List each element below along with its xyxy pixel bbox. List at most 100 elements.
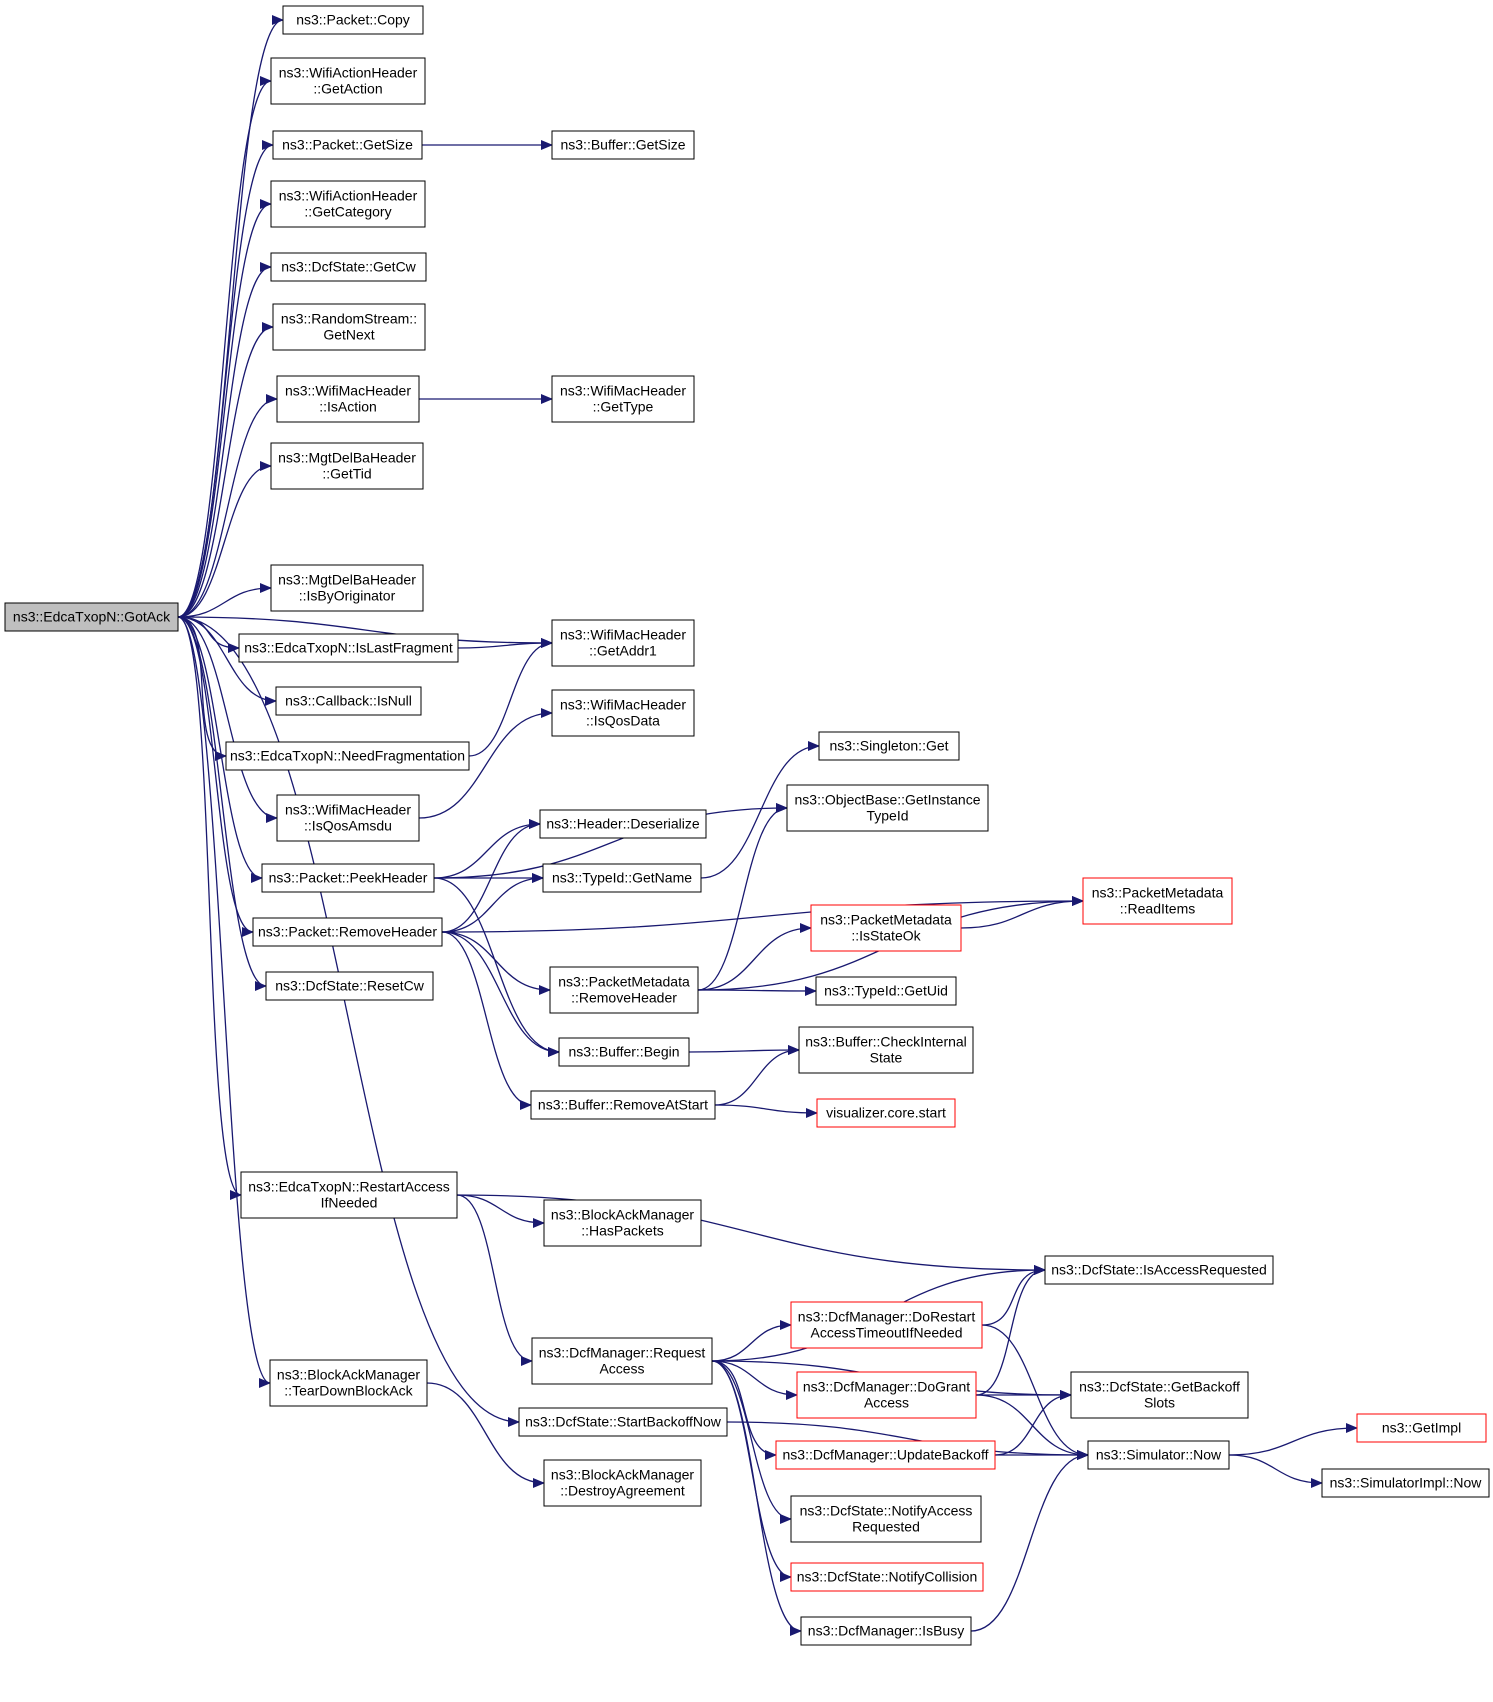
- node-box: [272, 303, 426, 351]
- edge-root-to-wah_getaction: [177, 76, 272, 618]
- node-label: ns3::MgtDelBaHeader: [278, 450, 416, 466]
- node-singleton-get[interactable]: ns3::Singleton::Get: [818, 731, 960, 761]
- edge-root-to-mdb_isbyorig: [177, 583, 272, 618]
- node-buffer-removeatstart[interactable]: ns3::Buffer::RemoveAtStart: [530, 1090, 716, 1120]
- node-packet-getsize[interactable]: ns3::Packet::GetSize: [272, 130, 423, 160]
- node-dcf-getcw[interactable]: ns3::DcfState::GetCw: [270, 252, 427, 282]
- node-buffer-begin[interactable]: ns3::Buffer::Begin: [558, 1037, 690, 1067]
- node-label: ::IsQosData: [586, 713, 660, 729]
- node-box: [542, 863, 702, 893]
- node-typeid-getuid[interactable]: ns3::TypeId::GetUid: [815, 976, 957, 1006]
- node-packet-copy[interactable]: ns3::Packet::Copy: [282, 5, 424, 35]
- node-box: [270, 57, 426, 105]
- node-pm-readitems[interactable]: ns3::PacketMetadata::ReadItems: [1082, 877, 1233, 925]
- node-dcf-notifycollision[interactable]: ns3::DcfState::NotifyCollision: [790, 1562, 984, 1592]
- node-packet-peekheader[interactable]: ns3::Packet::PeekHeader: [261, 863, 435, 893]
- node-box: [800, 1616, 972, 1646]
- node-dcf-startbackoffnow[interactable]: ns3::DcfState::StartBackoffNow: [518, 1407, 728, 1437]
- node-buffer-getsize[interactable]: ns3::Buffer::GetSize: [551, 130, 695, 160]
- node-box: [252, 917, 443, 947]
- node-box: [543, 1459, 702, 1507]
- node-label: ns3::DcfState::ResetCw: [275, 978, 425, 994]
- node-label: ns3::WifiMacHeader: [285, 383, 411, 399]
- node-pm-isstateok[interactable]: ns3::PacketMetadata::IsStateOk: [810, 904, 962, 952]
- node-wmh-isaction[interactable]: ns3::WifiMacHeader::IsAction: [276, 375, 420, 423]
- node-label: ::GetAddr1: [589, 643, 657, 659]
- node-wmh-gettype[interactable]: ns3::WifiMacHeader::GetType: [551, 375, 695, 423]
- node-box: [265, 971, 434, 1001]
- node-wmh-getaddr1[interactable]: ns3::WifiMacHeader::GetAddr1: [551, 619, 695, 667]
- node-box: [518, 1407, 728, 1437]
- node-box: [1070, 1371, 1249, 1419]
- node-wmh-isqosamsdu[interactable]: ns3::WifiMacHeader::IsQosAmsdu: [276, 794, 420, 842]
- node-dm-dorestart[interactable]: ns3::DcfManager::DoRestartAccessTimeoutI…: [790, 1301, 983, 1349]
- edge-root-to-dcf_resetcw: [177, 616, 267, 991]
- node-header-deserialize[interactable]: ns3::Header::Deserialize: [539, 809, 707, 839]
- edge-dm_requestaccess-to-dm_dogrant: [711, 1360, 798, 1400]
- node-box: [530, 1090, 716, 1120]
- edge-packet_peekheader-to-ob_getinstancetypeid: [433, 803, 788, 879]
- node-label: GetNext: [323, 327, 374, 343]
- edge-edca_needfrag-to-wmh_getaddr1: [468, 638, 553, 757]
- node-label: ns3::SimulatorImpl::Now: [1330, 1475, 1483, 1491]
- node-bam-haspackets[interactable]: ns3::BlockAckManager::HasPackets: [543, 1199, 702, 1247]
- node-label: State: [870, 1050, 903, 1066]
- node-box: [775, 1440, 996, 1470]
- node-dcf-resetcw[interactable]: ns3::DcfState::ResetCw: [265, 971, 434, 1001]
- node-edca-islastfrag[interactable]: ns3::EdcaTxopN::IsLastFragment: [238, 633, 459, 663]
- edge-sim_now-to-ns3_getimpl: [1228, 1423, 1358, 1456]
- node-viz-core-start[interactable]: visualizer.core.start: [816, 1098, 956, 1128]
- node-wah-getcategory[interactable]: ns3::WifiActionHeader::GetCategory: [270, 180, 426, 228]
- node-box: [786, 784, 989, 832]
- node-wah-getaction[interactable]: ns3::WifiActionHeader::GetAction: [270, 57, 426, 105]
- edge-bam_teardown-to-bam_destroyagreement: [426, 1382, 545, 1488]
- node-pm-removeheader[interactable]: ns3::PacketMetadata::RemoveHeader: [549, 966, 699, 1014]
- node-dm-isbusy[interactable]: ns3::DcfManager::IsBusy: [800, 1616, 972, 1646]
- node-ns3-getimpl[interactable]: ns3::GetImpl: [1356, 1413, 1487, 1443]
- node-label: ns3::DcfState::GetBackoff: [1079, 1379, 1240, 1395]
- node-simimpl-now[interactable]: ns3::SimulatorImpl::Now: [1321, 1468, 1490, 1498]
- node-box: [1321, 1468, 1490, 1498]
- node-box: [790, 1301, 983, 1349]
- edge-packet_removeheader-to-header_deserialize: [441, 819, 541, 933]
- node-box: [270, 180, 426, 228]
- edge-dm_dorestart-to-sim_now: [981, 1324, 1089, 1460]
- node-packet-removeheader[interactable]: ns3::Packet::RemoveHeader: [252, 917, 443, 947]
- node-label: ns3::Buffer::CheckInternal: [805, 1034, 967, 1050]
- node-bam-teardown[interactable]: ns3::BlockAckManager::TearDownBlockAck: [269, 1359, 428, 1407]
- node-rs-getnext[interactable]: ns3::RandomStream::GetNext: [272, 303, 426, 351]
- node-mdb-gettid[interactable]: ns3::MgtDelBaHeader::GetTid: [270, 442, 424, 490]
- node-label: ns3::DcfState::GetCw: [281, 259, 416, 275]
- node-root[interactable]: ns3::EdcaTxopN::GotAck: [4, 602, 179, 632]
- node-dcf-isaccessrequested[interactable]: ns3::DcfState::IsAccessRequested: [1044, 1255, 1274, 1285]
- node-label: ns3::WifiMacHeader: [560, 627, 686, 643]
- node-cb-isnull[interactable]: ns3::Callback::IsNull: [275, 686, 422, 716]
- edge-packet_removeheader-to-buffer_begin: [441, 931, 560, 1057]
- node-mdb-isbyorig[interactable]: ns3::MgtDelBaHeader::IsByOriginator: [270, 564, 424, 612]
- node-label: ns3::WifiActionHeader: [279, 188, 418, 204]
- node-box: [1044, 1255, 1274, 1285]
- node-wmh-isqosdata[interactable]: ns3::WifiMacHeader::IsQosData: [551, 689, 695, 737]
- edge-packet_removeheader-to-typeid_getname: [441, 873, 544, 933]
- node-edca-needfrag[interactable]: ns3::EdcaTxopN::NeedFragmentation: [225, 741, 470, 771]
- node-typeid-getname[interactable]: ns3::TypeId::GetName: [542, 863, 702, 893]
- node-dm-updatebackoff[interactable]: ns3::DcfManager::UpdateBackoff: [775, 1440, 996, 1470]
- node-box: [543, 1199, 702, 1247]
- node-bam-destroyagreement[interactable]: ns3::BlockAckManager::DestroyAgreement: [543, 1459, 702, 1507]
- edge-wmh_isqosamsdu-to-wmh_isqosdata: [418, 708, 553, 819]
- node-box: [1087, 1440, 1230, 1470]
- node-label: ::IsQosAmsdu: [304, 818, 392, 834]
- node-sim-now[interactable]: ns3::Simulator::Now: [1087, 1440, 1230, 1470]
- node-label: ns3::Packet::Copy: [296, 12, 410, 28]
- node-label: ns3::BlockAckManager: [277, 1367, 421, 1383]
- node-label: ns3::Header::Deserialize: [546, 816, 700, 832]
- edge-root-to-edca_needfrag: [177, 616, 227, 761]
- edge-root-to-wmh_getaddr1: [177, 616, 553, 648]
